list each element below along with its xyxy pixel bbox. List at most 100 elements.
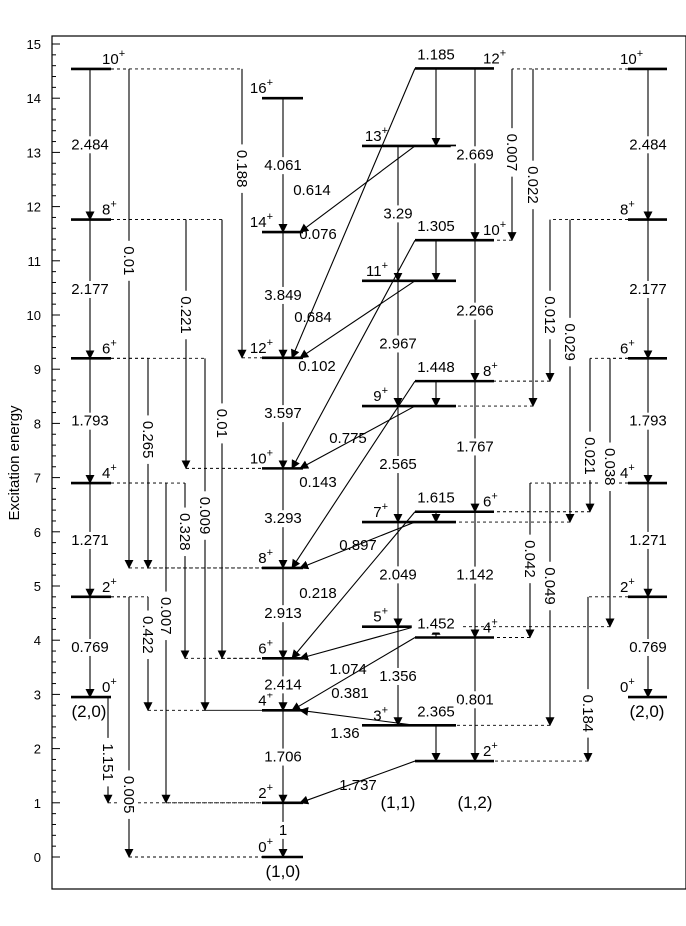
level-spin-label: 10+ — [102, 48, 125, 68]
level-spin-value: 3 — [373, 707, 381, 724]
level-spin-label: 3+ — [373, 704, 388, 724]
label-background — [99, 737, 117, 787]
transition-energy-label: 0.265 — [139, 421, 156, 459]
level-spin-label: 9+ — [373, 385, 388, 405]
level-spin-label: 14+ — [250, 211, 273, 231]
level-spin-label: 10+ — [250, 447, 273, 467]
level-spin-value: 6 — [483, 494, 491, 511]
transition-arrow — [299, 280, 416, 359]
label-background — [65, 531, 115, 549]
label-background — [411, 218, 461, 236]
transition-energy-label: 0.042 — [521, 540, 538, 578]
label-background — [579, 689, 597, 738]
y-tick-label: 9 — [34, 362, 41, 377]
transition-energy-label: 1.074 — [329, 661, 367, 678]
transition-arrow — [299, 760, 416, 805]
label-background — [258, 286, 308, 304]
level-spin-value: 8 — [483, 363, 491, 380]
level-spin-label: 2+ — [620, 576, 635, 596]
transition-energy-label: 0.221 — [177, 296, 194, 334]
label-background — [139, 610, 157, 660]
label-background — [120, 770, 138, 819]
label-background — [213, 403, 231, 444]
transition-arrow — [291, 68, 416, 359]
transition-energy-label: 0.029 — [561, 323, 578, 361]
label-background — [411, 489, 461, 507]
label-background — [157, 591, 175, 641]
label-background — [411, 46, 461, 64]
level-spin-value: 6 — [102, 340, 110, 357]
y-tick-label: 7 — [34, 471, 41, 486]
band-label: (1,2) — [458, 793, 493, 812]
y-tick-label: 12 — [27, 200, 41, 215]
label-background — [623, 280, 673, 298]
transition-energy-label: 0.007 — [503, 134, 520, 172]
label-background — [176, 507, 194, 557]
transition-energy-label: 0.897 — [339, 537, 377, 554]
transition-energy-label: 0.218 — [299, 585, 337, 602]
label-background — [373, 667, 423, 685]
level-parity: + — [382, 606, 388, 618]
level-parity: + — [110, 462, 116, 474]
transition-energy-label: 0.801 — [456, 691, 494, 708]
level-parity: + — [637, 48, 643, 60]
level-spin-label: 4+ — [102, 462, 117, 482]
label-background — [450, 438, 500, 456]
label-background — [258, 748, 308, 766]
level-spin-label: 2+ — [258, 782, 273, 802]
transition-energy-label: 2.913 — [264, 605, 302, 622]
level-spin-value: 13 — [365, 128, 382, 145]
level-spin-value: 2 — [620, 579, 628, 596]
label-background — [373, 566, 423, 584]
y-tick-label: 10 — [27, 308, 41, 323]
transition-arrow — [299, 626, 416, 661]
transition-energy-label: 0.005 — [120, 776, 137, 814]
transition-energy-label: 0.012 — [541, 296, 558, 334]
y-tick-label: 2 — [34, 742, 41, 757]
label-background — [258, 157, 308, 175]
label-background — [378, 205, 418, 223]
transition-energy-label: 1.448 — [417, 359, 455, 376]
level-spin-label: 8+ — [620, 199, 635, 219]
level-spin-label: 2+ — [102, 576, 117, 596]
level-spin-value: 2 — [483, 743, 491, 760]
level-spin-value: 8 — [620, 202, 628, 219]
level-parity: + — [110, 199, 116, 211]
level-spin-label: 8+ — [102, 199, 117, 219]
y-tick-label: 14 — [27, 91, 41, 106]
level-spin-value: 4 — [483, 619, 491, 636]
label-background — [258, 405, 308, 423]
level-parity: + — [267, 637, 273, 649]
level-spin-label: 4+ — [483, 616, 498, 636]
y-tick-label: 15 — [27, 37, 41, 52]
level-spin-label: 2+ — [483, 740, 498, 760]
label-background — [524, 160, 542, 210]
transition-energy-label: 1.356 — [379, 668, 417, 685]
transition-energy-label: 2.414 — [264, 676, 302, 693]
level-spin-value: 5 — [373, 609, 381, 626]
transition-energy-label: 0.009 — [196, 497, 213, 535]
level-parity: + — [382, 260, 388, 272]
y-tick-label: 1 — [34, 796, 41, 811]
level-parity: + — [628, 462, 634, 474]
transition-arrow — [299, 405, 416, 469]
label-background — [411, 615, 461, 633]
level-spin-label: 10+ — [483, 219, 506, 239]
level-parity: + — [110, 337, 116, 349]
level-spin-value: 4 — [102, 465, 110, 482]
transition-energy-label: 3.849 — [264, 287, 302, 304]
label-background — [258, 510, 308, 528]
transition-energy-label: 0.049 — [541, 567, 558, 605]
level-parity: + — [382, 704, 388, 716]
level-spin-label: 11+ — [366, 260, 388, 280]
band-label: (1,1) — [381, 793, 416, 812]
transition-energy-label: 0.007 — [157, 597, 174, 635]
level-spin-value: 2 — [258, 785, 266, 802]
level-spin-value: 0 — [102, 679, 110, 696]
level-spin-label: 7+ — [373, 501, 388, 521]
transition-energy-label: 0.328 — [176, 513, 193, 551]
level-spin-label: 10+ — [620, 48, 643, 68]
level-spin-label: 4+ — [620, 462, 635, 482]
label-background — [581, 431, 599, 481]
transition-energy-label: 1.452 — [417, 615, 455, 632]
